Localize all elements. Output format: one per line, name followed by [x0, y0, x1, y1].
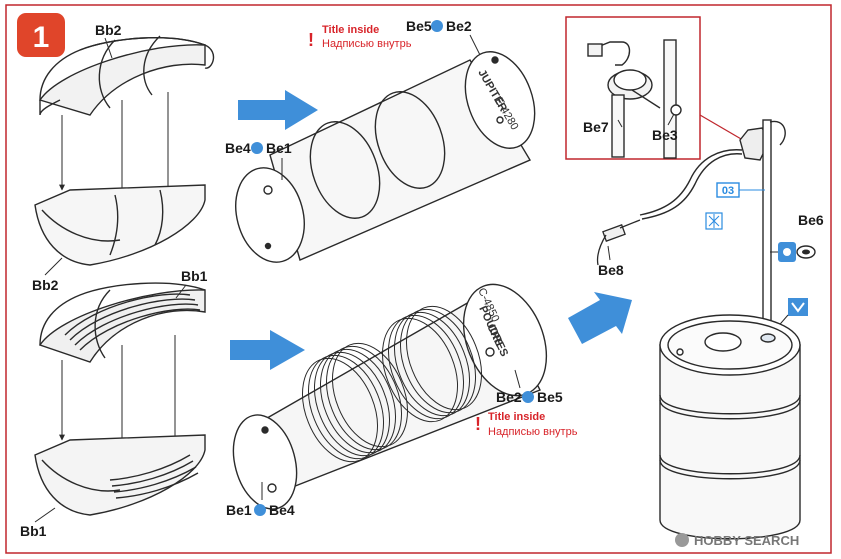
- detail-inset: Be7 Be3: [565, 16, 701, 160]
- leader-be8: [607, 245, 611, 261]
- glue-icon: [778, 242, 796, 262]
- label-be6: Be6: [798, 212, 824, 228]
- glue-icon: [431, 20, 443, 32]
- barrel-top: [235, 51, 536, 263]
- label-bb2-bottom: Bb2: [32, 277, 59, 293]
- leader-bb2-bottom: [44, 257, 63, 276]
- svg-text:03: 03: [722, 185, 734, 197]
- note-ru-bottom: Надписью внутрь: [488, 426, 578, 438]
- glue-icon: [251, 142, 263, 154]
- leader-be2-bottom: [514, 369, 521, 389]
- label-be5-bottom: Be5: [537, 389, 563, 405]
- label-bb2-top: Bb2: [95, 22, 122, 38]
- flow-arrow-right: [568, 292, 632, 344]
- label-bb1-bottom: Bb1: [20, 523, 47, 539]
- label-be4-bottom: Be4: [269, 502, 295, 518]
- drill-icon: [788, 298, 808, 316]
- leader-bb2-top: [104, 37, 113, 59]
- note-ru-top: Надписью внутрь: [322, 38, 412, 50]
- page-border: [5, 4, 832, 554]
- glue-icon: [522, 391, 534, 403]
- label-be8: Be8: [598, 262, 624, 278]
- step-number: 1: [33, 21, 50, 54]
- note-en-bottom: Title inside: [488, 411, 545, 423]
- label-be3: Be3: [652, 127, 678, 143]
- flow-arrow-top: [238, 90, 318, 130]
- svg-text:HOBBY SEARCH: HOBBY SEARCH: [694, 533, 799, 548]
- leader-bb1-top: [175, 284, 187, 299]
- bb1-lower-half: [34, 434, 206, 516]
- inset-connector: [699, 114, 749, 144]
- bb2-upper-half: [38, 35, 215, 116]
- label-be7: Be7: [583, 119, 609, 135]
- cut-icon: [705, 212, 723, 230]
- label-be5-top: Be5: [406, 18, 432, 34]
- glue-icon: [254, 504, 266, 516]
- leader-bb1-bottom: [34, 507, 56, 523]
- label-be4-top: Be4: [225, 140, 251, 156]
- callout-03: 03: [716, 182, 765, 198]
- final-drum: [659, 314, 801, 540]
- label-be2-top: Be2: [446, 18, 472, 34]
- watermark: HOBBY SEARCH: [675, 533, 799, 548]
- pump-assembly: [639, 119, 786, 326]
- be8-nozzle: [596, 219, 641, 266]
- label-be1-top: Be1: [266, 140, 292, 156]
- barrel-bottom: [232, 283, 548, 510]
- note-title-inside-top: ! Title inside Надписью внутрь: [308, 24, 412, 50]
- note-en-top: Title inside: [322, 24, 379, 36]
- label-bb1-top: Bb1: [181, 268, 208, 284]
- flow-arrow-bottom: [230, 330, 305, 370]
- bb2-lower-half: [34, 184, 206, 266]
- label-be1-bottom: Be1: [226, 502, 252, 518]
- note-title-inside-bottom: ! Title inside Надписью внутрь: [475, 411, 578, 438]
- label-be2-bottom: Be2: [496, 389, 522, 405]
- step-badge: 1: [17, 13, 65, 57]
- leader-be2-top: [469, 34, 481, 56]
- svg-text:!: !: [308, 30, 314, 50]
- svg-text:!: !: [475, 414, 481, 434]
